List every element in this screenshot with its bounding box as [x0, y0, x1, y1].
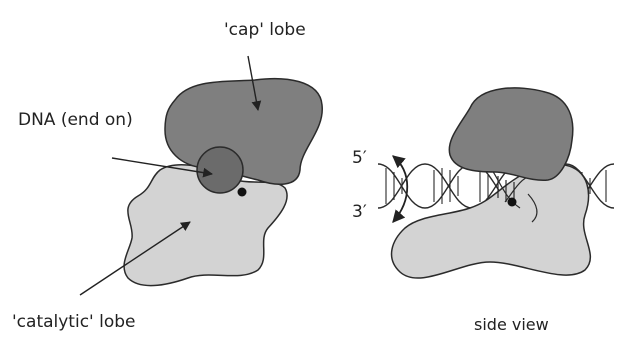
end-on-view	[80, 56, 322, 295]
active-site-dot-side	[508, 198, 517, 207]
cap-lobe-side	[449, 88, 572, 180]
side-view	[378, 88, 614, 278]
cap-lobe-label: 'cap' lobe	[224, 22, 306, 39]
dna-end-on-label: DNA (end on)	[18, 112, 133, 129]
side-view-label: side view	[474, 317, 549, 333]
active-site-dot-left	[238, 188, 247, 197]
dna-end-on-circle	[197, 147, 243, 193]
catalytic-lobe-side	[392, 164, 591, 278]
catalytic-lobe-label: 'catalytic' lobe	[12, 314, 136, 331]
three-prime-label: 3′	[352, 204, 367, 221]
five-prime-label: 5′	[352, 150, 367, 167]
